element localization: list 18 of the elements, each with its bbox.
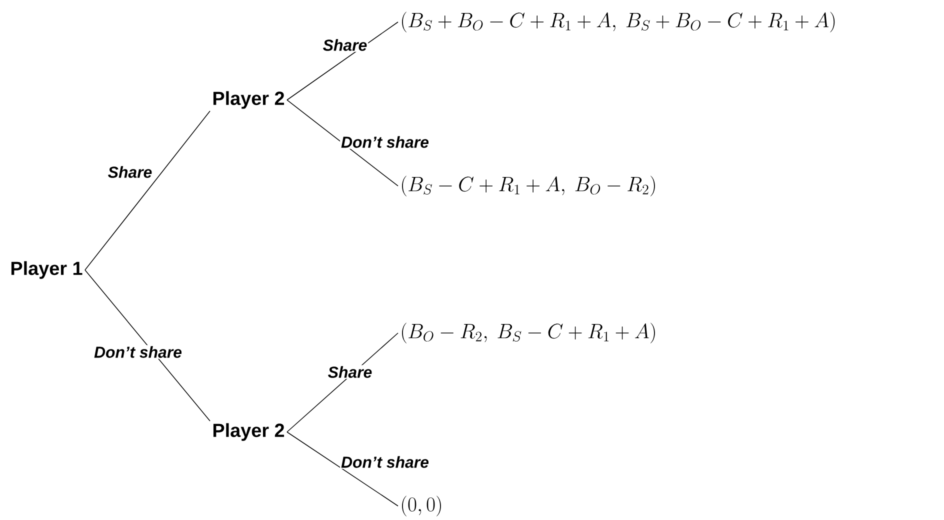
branch-line [286,432,398,506]
player-label: Player 2 [213,91,284,109]
payoff-formula: $(0,0)$ [402,496,441,516]
player-label: Player 2 [213,423,284,441]
payoff-formula: $(B_O - R_2,\ B_S - C + R_1 + A)$ [402,322,655,344]
edge-label: Share [326,365,374,379]
branch-line [84,110,210,270]
branch-line [84,270,210,422]
edge-label: Don’t share [340,455,430,469]
payoff-formula: $(B_S + B_O - C + R_1 + A,\ B_S + B_O - C + R_1 + A)$ [402,12,835,32]
branch-line [286,100,398,186]
edge-label: Don’t share [340,135,430,149]
edge-label: Share [322,38,368,52]
player-label: Player 1 [11,261,82,279]
edge-label: Share [106,165,154,179]
branch-line [286,22,398,100]
payoff-formula: $(B_S - C + R_1 + A,\ B_O - R_2)$ [402,176,655,196]
edge-label: Don’t share [93,345,183,359]
